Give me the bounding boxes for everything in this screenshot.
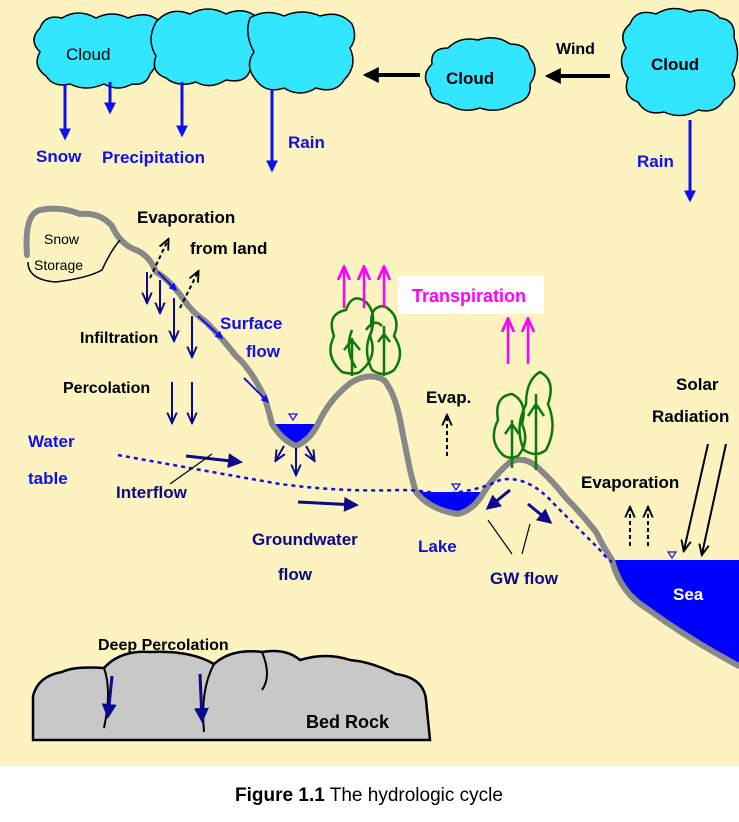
cloud-group-left: Cloud [34,9,355,93]
percolation-label: Percolation [63,380,150,397]
rain-label-right: Rain [637,152,674,171]
infiltration-label: Infiltration [80,330,158,347]
snow-label: Snow [36,147,82,166]
solar-radiation-label-line2: Radiation [652,407,729,426]
surface-flow-label-line1: Surface [220,314,282,333]
evap-label: Evap. [426,388,471,407]
interflow-label: Interflow [116,483,188,502]
figure-number: Figure 1.1 [235,785,325,806]
evaporation-sea-label: Evaporation [581,473,679,492]
evaporation-land-label-line1: Evaporation [137,208,235,227]
evaporation-land-label-line2: from land [190,239,267,258]
precipitation-label: Precipitation [102,148,205,167]
transpiration-label: Transpiration [412,286,526,306]
water-table-label-line2: table [28,469,68,488]
solar-radiation-label-line1: Solar [676,375,719,394]
cloud-label-left: Cloud [66,45,110,64]
cloud-label-right: Cloud [651,55,699,74]
bed-rock-label: Bed Rock [306,712,390,732]
deep-percolation-arrow-2 [200,674,202,720]
surface-flow-label-line2: flow [246,342,281,361]
lake-label: Lake [418,537,457,556]
gw-flow-label: GW flow [490,569,559,588]
wind-label: Wind [556,41,595,58]
sea-label: Sea [673,585,704,604]
cloud-group-middle: Cloud [425,38,535,111]
cloud-label-middle: Cloud [446,69,494,88]
rain-label-left: Rain [288,133,325,152]
groundwater-flow-label-line1: Groundwater [252,530,358,549]
water-table-label-line1: Water [28,432,75,451]
cloud-shape-left-middle [151,9,259,86]
snow-storage-label-line2: Storage [34,257,83,273]
figure-caption: Figure 1.1 The hydrologic cycle [235,785,503,806]
snow-storage-label-line1: Snow [44,231,80,247]
groundwater-flow-label-line2: flow [278,565,313,584]
cloud-shape-left-right [248,12,355,93]
cloud-group-right: Cloud [621,8,737,115]
deep-percolation-label: Deep Percolation [98,637,229,654]
figure-title: The hydrologic cycle [330,785,503,806]
